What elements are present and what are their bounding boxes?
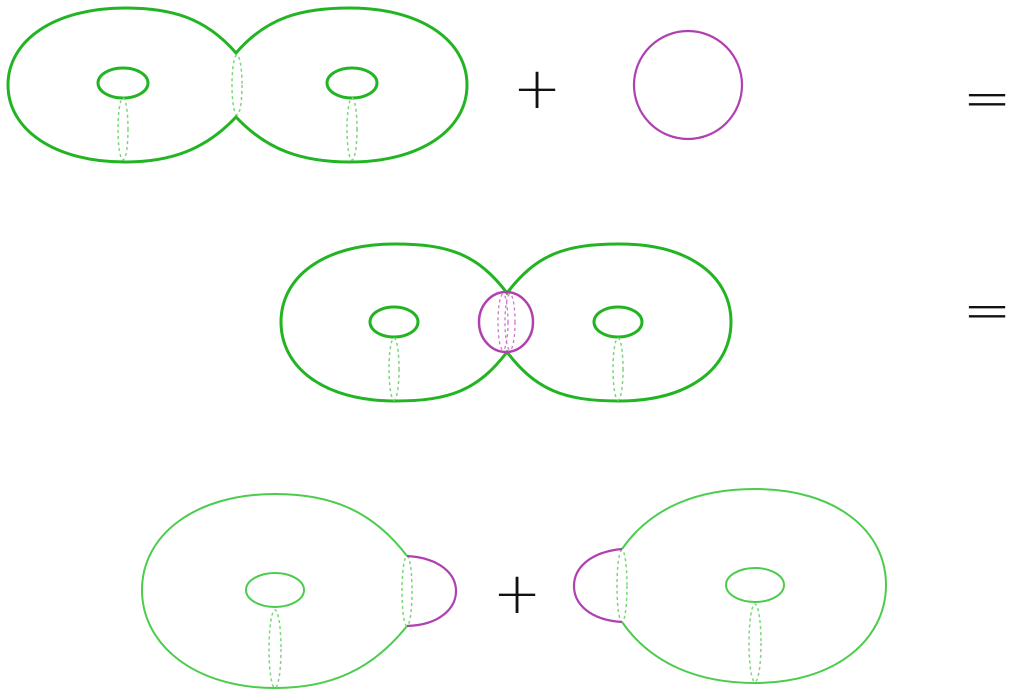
right-hole bbox=[725, 567, 785, 603]
right-hole bbox=[325, 66, 379, 100]
genus-two-surface bbox=[6, 6, 469, 164]
genus-two-outline bbox=[6, 6, 469, 164]
left-hole bbox=[96, 66, 150, 100]
neck-sphere-equator-a bbox=[497, 293, 509, 351]
torus-with-cap-right bbox=[572, 487, 888, 685]
neck-sphere-equator-b bbox=[504, 293, 516, 351]
left-meridian bbox=[388, 337, 400, 401]
equals-sign: = bbox=[963, 276, 1012, 344]
torus-outline-left bbox=[140, 492, 408, 690]
row-2: = bbox=[279, 242, 1012, 403]
right-meridian bbox=[346, 97, 358, 161]
pinched-surface-outline bbox=[279, 242, 733, 403]
left-torus-boundary bbox=[401, 555, 413, 627]
neck-sphere bbox=[477, 290, 535, 354]
row-3: + bbox=[140, 487, 888, 690]
torus-outline-right bbox=[621, 487, 888, 685]
left-hole bbox=[368, 305, 420, 339]
torus-with-cap-left bbox=[140, 492, 458, 690]
right-meridian bbox=[612, 337, 624, 401]
left-hole bbox=[245, 572, 305, 608]
plus-sign: + bbox=[513, 54, 562, 122]
plus-sign: + bbox=[493, 559, 542, 627]
neck-meridian bbox=[231, 54, 243, 116]
genus-two-surface-with-sphere-at-neck bbox=[279, 242, 733, 403]
right-hole bbox=[592, 305, 644, 339]
right-torus-boundary bbox=[616, 549, 628, 623]
sphere bbox=[632, 29, 744, 141]
equals-sign: = bbox=[963, 64, 1012, 132]
left-cap bbox=[406, 554, 458, 628]
right-cap bbox=[572, 547, 623, 624]
left-meridian bbox=[117, 97, 129, 161]
left-meridian bbox=[268, 609, 282, 689]
right-meridian bbox=[748, 603, 762, 683]
row-1: + = bbox=[6, 6, 1012, 164]
